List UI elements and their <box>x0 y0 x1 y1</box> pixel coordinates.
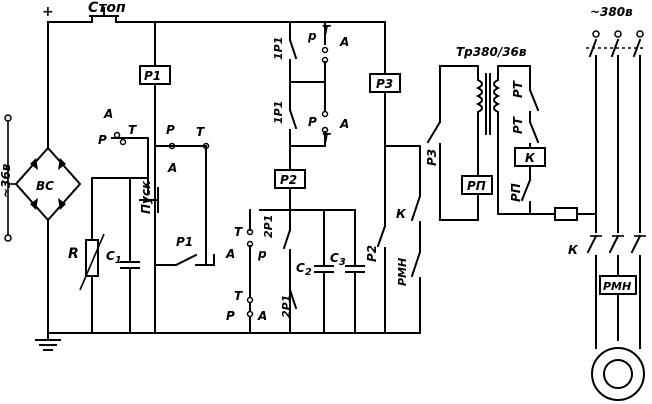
plus-label: + <box>42 4 54 20</box>
a-top-label: А <box>339 35 349 49</box>
t-left-label: Т <box>128 123 137 137</box>
labels: + Стоп ~36в ВС R C1 А Т Р Пуск Р Т А Р1 … <box>0 0 633 323</box>
a-bot-label: А <box>257 309 267 323</box>
p-left-label: Р <box>98 133 107 147</box>
contactor-k-main <box>586 234 646 254</box>
p1-2-label: 2Р1 <box>280 295 293 318</box>
p-bot-label: Р <box>226 309 235 323</box>
supply-ac-label: ~380в <box>590 5 633 19</box>
a-low-label: А <box>225 247 235 261</box>
p-mid-label: Р <box>308 115 317 129</box>
p1-top-label: 1Р1 <box>272 37 285 60</box>
transformer-primary <box>475 65 483 141</box>
p1-contact-label: Р1 <box>176 235 193 249</box>
contact-rt2 <box>528 120 540 144</box>
ground-symbol <box>35 339 61 351</box>
k-contact-label: К <box>396 207 407 221</box>
contact-rmn <box>410 250 422 278</box>
contact-p3 <box>426 120 442 144</box>
stop-label: Стоп <box>88 0 126 16</box>
t-top-label: Т <box>322 23 331 37</box>
p2-low-label: 2Р1 <box>262 215 275 238</box>
a-left-label: А <box>103 107 113 121</box>
contact-k <box>410 194 422 222</box>
bridge-label: ВС <box>36 179 54 193</box>
p-sw-label: Р <box>166 123 175 137</box>
t-bot-label: Т <box>234 289 243 303</box>
rp-contact-label: РП <box>509 183 523 202</box>
p-low-label: р <box>257 247 267 261</box>
supply-dc-label: ~36в <box>0 163 13 198</box>
p1-coil-label: Р1 <box>144 69 161 83</box>
a-mid-label: А <box>339 117 349 131</box>
fuse <box>554 207 578 221</box>
dc-supply-section <box>4 7 421 351</box>
r-label: R <box>68 246 79 262</box>
c1-label: C1 <box>106 249 122 266</box>
p3-coil-label: Р3 <box>376 77 393 91</box>
rp-coil-label: РП <box>467 179 486 193</box>
pusk-label: Пуск <box>139 180 153 214</box>
rmn-contact-label: РМН <box>396 258 409 286</box>
relay-section <box>246 21 422 334</box>
c3-label: C3 <box>330 251 346 268</box>
p3-contact-label: Р3 <box>425 149 439 166</box>
p-top-label: р <box>307 29 317 43</box>
a-sw-label: А <box>167 161 177 175</box>
rectifier-bridge <box>14 146 82 222</box>
k-main-label: К <box>568 243 579 257</box>
ac-power-section <box>426 30 646 401</box>
k-coil-label: К <box>525 151 536 165</box>
t-mid-label: Т <box>322 131 331 145</box>
transformer-label: Тр380/36в <box>456 45 527 59</box>
contact-rt1 <box>528 88 540 112</box>
rmn-box-label: РМН <box>603 280 631 293</box>
rt1-label: РТ <box>511 80 525 98</box>
p2-contact-label: Р2 <box>365 245 379 262</box>
t-low-label: Т <box>234 225 243 239</box>
t-sw-label: Т <box>196 125 205 139</box>
contact-p1 <box>174 253 198 267</box>
p2-coil-label: Р2 <box>280 173 297 187</box>
motor <box>591 347 645 401</box>
contact-rp <box>520 178 532 202</box>
c2-label: C2 <box>296 261 312 278</box>
rt2-label: РТ <box>511 116 525 134</box>
contact-p2 <box>376 224 387 248</box>
p1-mid-label: 1Р1 <box>272 101 285 124</box>
stop-button <box>89 7 119 23</box>
